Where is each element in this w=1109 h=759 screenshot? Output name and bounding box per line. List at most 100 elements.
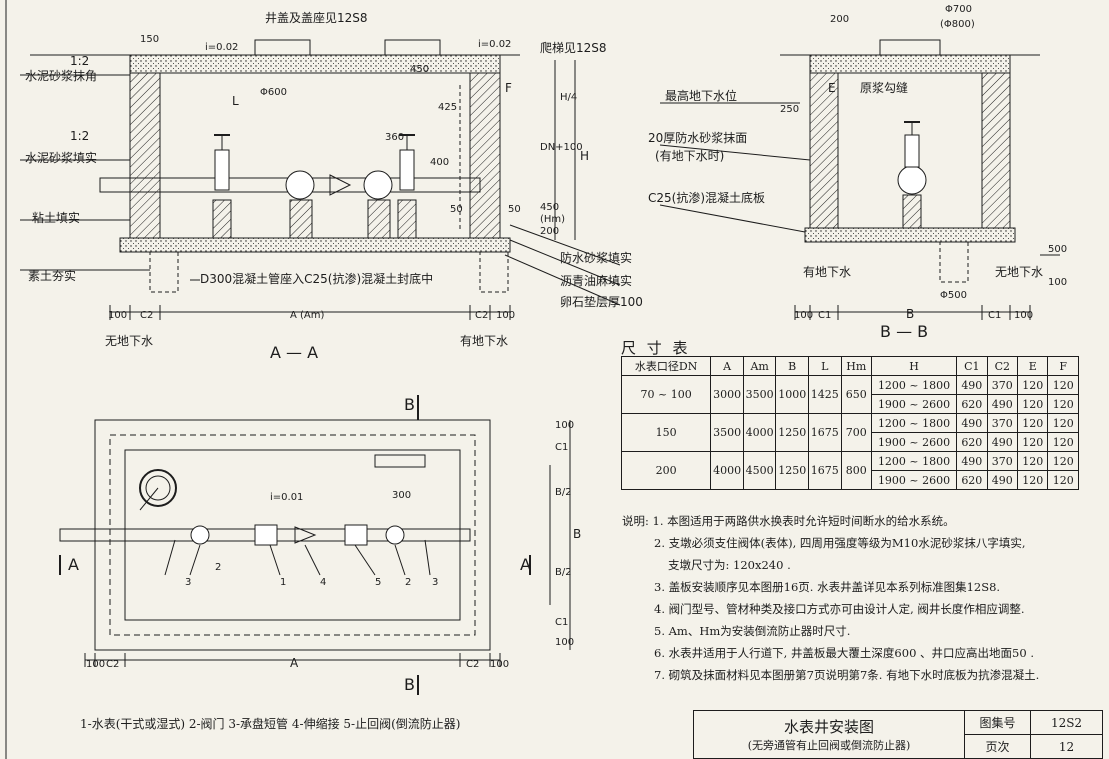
bb-has-groundwater: 有地下水 [803, 265, 851, 279]
note-line: 3. 盖板安装顺序见本图册16页. 水表井盖详见本系列标准图集12S8. [654, 580, 1001, 594]
aa-has-groundwater: 有地下水 [460, 334, 508, 348]
table-cell: 120 [1047, 470, 1079, 490]
plan-manhole [139, 469, 177, 507]
plan-cut-B-bottom: B [404, 675, 415, 694]
table-cell: 1675 [807, 413, 842, 452]
bb-c25-slab: C25(抗渗)混凝土底板 [648, 190, 765, 205]
table-cell: 1250 [775, 451, 809, 490]
table-cell: 120 [1016, 432, 1049, 452]
title-cell: 水表井安装图 (无旁通管有止回阀或倒流防止器) [693, 710, 965, 759]
aa-section-title: A — A [270, 343, 318, 362]
component-legend: 1-水表(干式或湿式) 2-阀门 3-承盘短管 4-伸缩接 5-止回阀(倒流防止… [80, 717, 461, 731]
aa-no-groundwater: 无地下水 [105, 334, 153, 348]
bb-base-slab [804, 227, 1016, 243]
page-label: 页次 [964, 734, 1031, 759]
size-table: 水表口径DN A Am B L Hm H C1 C2 E F 70 ~ 100 … [620, 356, 1079, 490]
bb-no-groundwater: 无地下水 [995, 265, 1043, 279]
table-cell: 620 [956, 470, 988, 490]
bb-dim-100-right: 100 [1014, 310, 1033, 321]
aa-base-slab [119, 237, 511, 253]
note-line: 6. 水表井适用于人行道下, 井盖板最大覆土深度600 、井口应高出地面50 . [654, 646, 1034, 660]
table-row: 150 3500 4000 1250 1675 700 1200 ~ 1800 … [620, 413, 1079, 452]
drawing-subtitle: (无旁通管有止回阀或倒流防止器) [747, 739, 911, 752]
aa-dim-400: 400 [430, 157, 449, 168]
table-cell: 4000 [742, 413, 777, 452]
plan-dim-100-top: 100 [555, 420, 574, 431]
aa-slope-right: i=0.02 [478, 39, 511, 50]
table-cell: 1675 [807, 451, 842, 490]
aa-dim-C2-right: C2 [475, 310, 488, 321]
plan-dim-B2-upper: B/2 [555, 487, 572, 498]
table-cell: 120 [1047, 451, 1079, 471]
plan-dim-C1-bottom: C1 [555, 617, 568, 628]
section-aa-drawing [20, 39, 621, 320]
section-bb-labels: Φ700 (Φ800) 200 E 最高地下水位 原浆勾缝 250 20厚防水砂… [648, 4, 1067, 341]
bb-left-wall [809, 72, 839, 229]
plan-dim-B: B [573, 527, 581, 541]
aa-dim-A: A (Am) [290, 310, 325, 321]
col-header: Hm [840, 356, 873, 376]
aa-dim-425: 425 [438, 102, 457, 113]
aa-cover-label: 井盖及盖座见12S8 [265, 10, 368, 25]
table-cell: 370 [986, 375, 1019, 395]
note-line: 说明: 1. 本图适用于两路供水换表时允许短时间断水的给水系统。 [622, 514, 955, 528]
aa-dim-C2-left: C2 [140, 310, 153, 321]
table-cell: 490 [986, 470, 1019, 490]
plan-dim-C1-top: C1 [555, 442, 568, 453]
table-cell: 3000 [710, 375, 744, 414]
plan-dim-100-bottom: 100 [555, 637, 574, 648]
aa-plain-soil: 素土夯实 [28, 268, 76, 283]
table-cell: 120 [1016, 394, 1049, 414]
table-cell: 370 [986, 413, 1019, 433]
table-cell: 70 ~ 100 [620, 375, 712, 414]
aa-gravel: 卵石垫层厚100 [560, 294, 643, 309]
bb-dim-100-left: 100 [794, 310, 813, 321]
aa-dim-H: H [580, 149, 589, 163]
aa-dim-DN100: DN+100 [540, 142, 583, 153]
table-cell: 650 [840, 375, 873, 414]
note-line: 4. 阀门型号、管材种类及接口方式亦可由设计人定, 阀井长度作相应调整. [654, 602, 1025, 616]
table-cell: 3500 [742, 375, 777, 414]
table-cell: 490 [956, 375, 988, 395]
col-header: C2 [986, 356, 1019, 376]
bb-dim-C1-left: C1 [818, 310, 831, 321]
table-cell: 370 [986, 451, 1019, 471]
aa-mortar-ratio-2: 1:2 [70, 129, 89, 143]
aa-left-wall [129, 72, 161, 239]
plan-dim-300: 300 [392, 490, 411, 501]
plan-slope: i=0.01 [270, 492, 303, 503]
col-header: H [870, 356, 958, 376]
table-cell: 1900 ~ 2600 [870, 394, 958, 414]
table-cell: 620 [956, 394, 988, 414]
table-cell: 1200 ~ 1800 [870, 451, 958, 471]
table-cell: 620 [956, 432, 988, 452]
bb-dim-phi500: Φ500 [940, 290, 967, 301]
table-cell: 490 [956, 413, 988, 433]
bb-dim-500: 500 [1048, 244, 1067, 255]
title-block: 水表井安装图 (无旁通管有止回阀或倒流防止器) 图集号 12S2 页次 12 [693, 710, 1103, 759]
col-header: E [1016, 356, 1049, 376]
aa-mortar-fill: 水泥砂浆填实 [25, 150, 97, 165]
size-table-header-row: 水表口径DN A Am B L Hm H C1 C2 E F [620, 356, 1079, 376]
plan-callout-3-left: 3 [185, 577, 191, 588]
bb-when-groundwater: (有地下水时) [655, 149, 724, 163]
table-cell: 120 [1016, 470, 1049, 490]
table-cell: 120 [1016, 451, 1049, 471]
aa-dim-450-top: 450 [410, 64, 429, 75]
aa-dim-150: 150 [140, 34, 159, 45]
col-header: C1 [956, 356, 988, 376]
aa-ladder-label: 爬梯见12S8 [540, 41, 607, 55]
table-row: 1900 ~ 2600 620 490 120 120 [622, 470, 1079, 490]
atlas-label: 图集号 [964, 710, 1031, 735]
plan-callout-2-left: 2 [215, 562, 221, 573]
bb-dim-C1-right: C1 [988, 310, 1001, 321]
plan-callout-2-right: 2 [405, 577, 411, 588]
table-cell: 1000 [775, 375, 809, 414]
plan-callout-1: 1 [280, 577, 286, 588]
aa-dim-360: 360 [385, 132, 404, 143]
plan-dim-A: A [290, 656, 299, 670]
size-table-title: 尺 寸 表 [621, 339, 691, 357]
table-cell: 4000 [710, 451, 744, 490]
